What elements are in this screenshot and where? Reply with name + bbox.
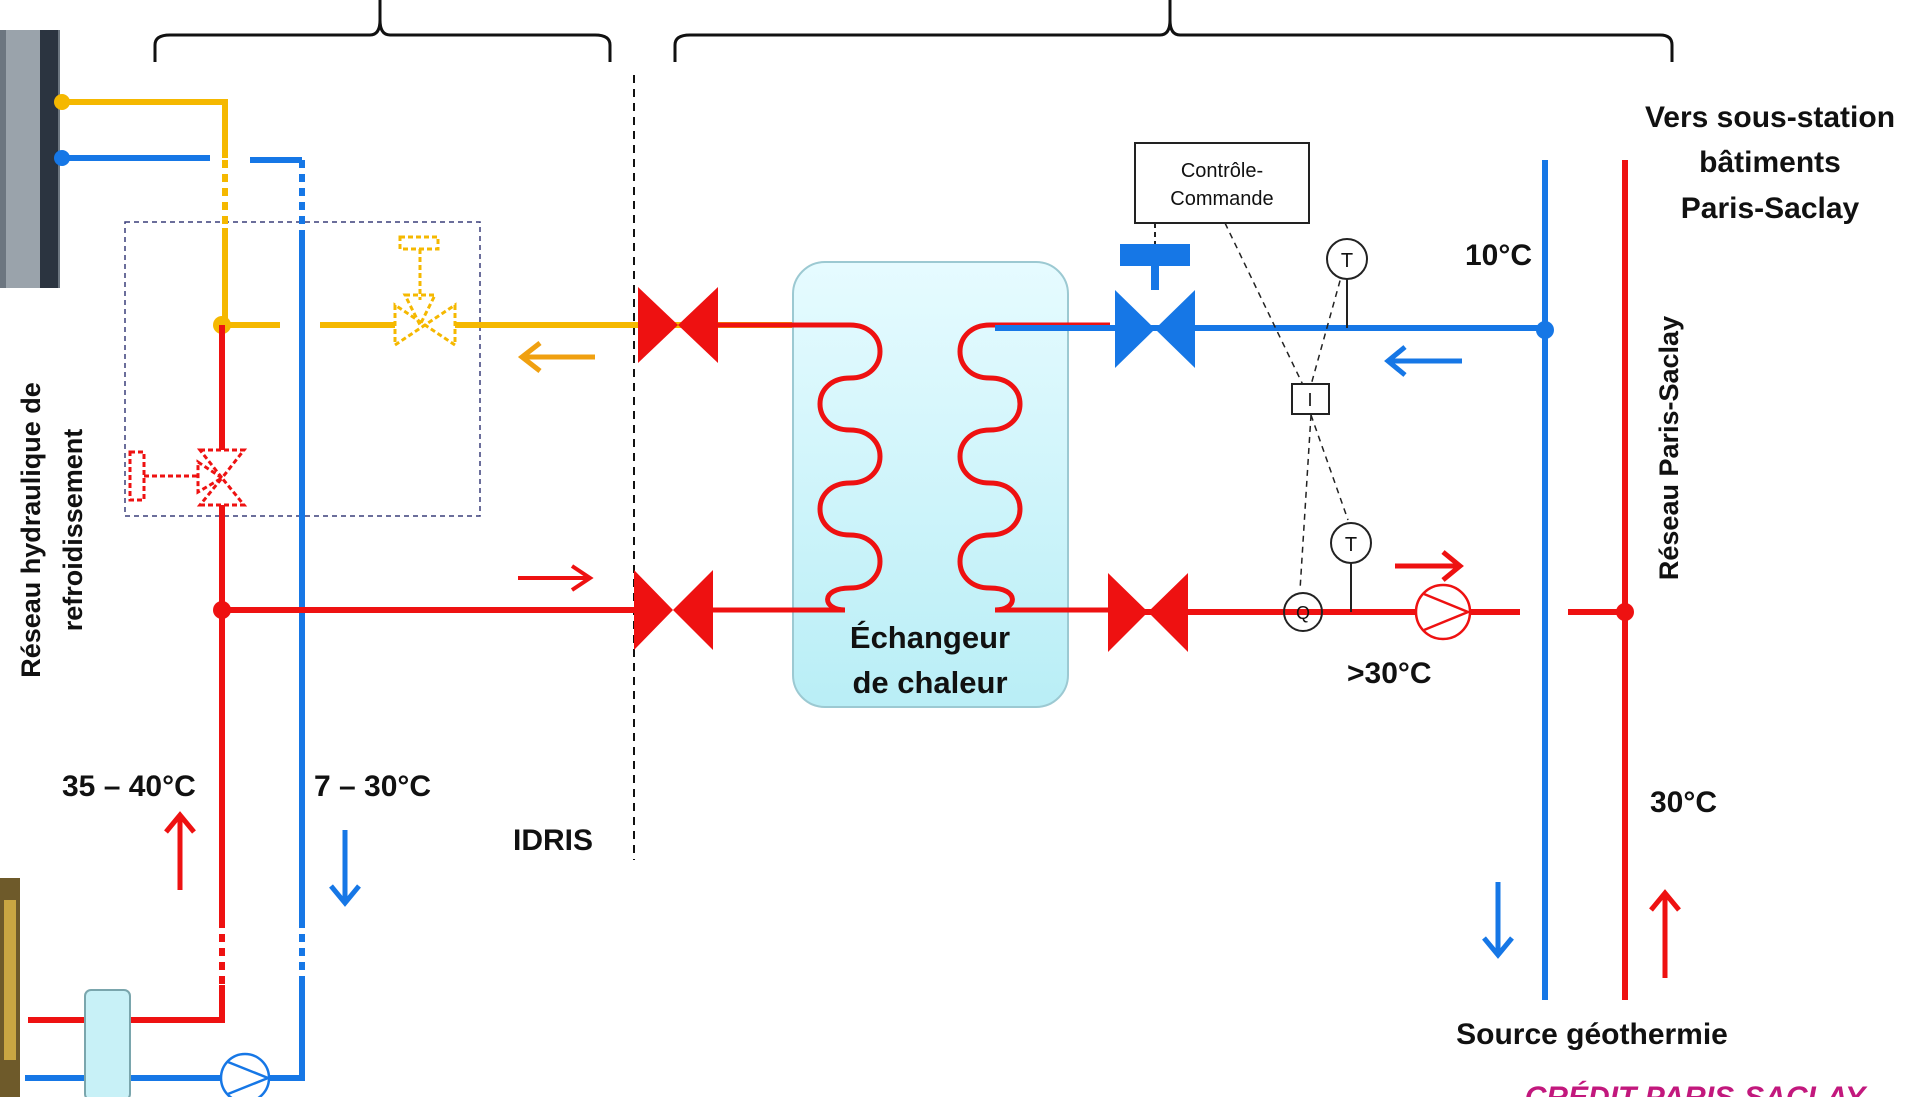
red-valve-right	[1108, 573, 1188, 652]
blue-pipe-right	[995, 160, 1548, 1000]
brace-right	[673, 0, 1674, 62]
temp-gt30-label: >30°C	[1347, 657, 1432, 690]
credit-label: CRÉDIT PARIS-SACLAY	[1525, 1080, 1869, 1097]
control-box	[1134, 142, 1310, 224]
valve-bottom-idris	[634, 570, 713, 650]
valve-top-idris	[638, 287, 718, 363]
top-right-label-line3: Paris-Saclay	[1681, 192, 1860, 225]
control-label-line1: Contrôle-	[1181, 160, 1263, 182]
yellow-three-way-valve	[393, 235, 457, 348]
flow-arrow-blue-down	[1482, 882, 1514, 959]
sensor-t-top-label: T	[1341, 250, 1353, 272]
blue-control-valve	[1115, 244, 1195, 368]
top-right-label-line1: Vers sous-station	[1645, 101, 1895, 134]
temp-30-label: 30°C	[1650, 786, 1717, 819]
brace-left	[153, 0, 612, 62]
blue-junction-top	[54, 150, 70, 166]
blue-return-pipe-left	[25, 155, 305, 1081]
flow-arrow-red-up	[1649, 889, 1681, 978]
temp-10-label: 10°C	[1465, 239, 1532, 272]
red-supply-pipe-left	[28, 325, 640, 1023]
temp-7-30-label: 7 – 30°C	[314, 770, 431, 803]
yellow-junction-top	[54, 94, 70, 110]
small-exchanger	[84, 989, 131, 1097]
right-vertical-label: Réseau Paris-Saclay	[1654, 316, 1684, 580]
flow-arrow-red-right	[1395, 550, 1464, 582]
flow-arrow-orange	[517, 341, 595, 373]
integrator-box	[1291, 383, 1330, 415]
left-vertical-label-line1: Réseau hydraulique de	[16, 382, 46, 678]
pump-left-icon	[219, 1052, 272, 1097]
server-photo-top	[0, 30, 60, 288]
heat-exchanger-box	[792, 261, 1069, 708]
sensor-t-top-icon	[1326, 238, 1368, 280]
exchanger-coil-right	[957, 322, 1110, 613]
sensor-t-bottom-icon	[1330, 522, 1372, 564]
flow-arrow-red-up-left	[164, 811, 196, 890]
signal-lines	[1224, 222, 1349, 591]
blue-junction-right	[1536, 321, 1554, 339]
sensor-q-icon	[1283, 592, 1323, 632]
flow-arrow-blue-down-left	[329, 830, 361, 907]
integrator-label: I	[1307, 390, 1312, 410]
top-right-label-line2: bâtiments	[1699, 146, 1841, 179]
flow-arrow-red-left	[518, 564, 594, 592]
red-junction-left	[213, 601, 231, 619]
control-label-line2: Commande	[1170, 188, 1273, 210]
exchanger-label-line2: de chaleur	[852, 665, 1007, 700]
sensor-q-label: Q	[1296, 603, 1310, 623]
pump-right-icon	[1414, 583, 1472, 641]
sensor-t-bottom-label: T	[1345, 534, 1357, 556]
idris-label: IDRIS	[513, 824, 593, 857]
server-photo-bottom	[0, 878, 20, 1097]
red-three-way-valve	[128, 448, 248, 507]
temp-35-40-label: 35 – 40°C	[62, 770, 196, 803]
left-vertical-label-line2: refroidissement	[58, 429, 88, 632]
flow-arrow-blue-right	[1384, 345, 1462, 377]
exchanger-label-line1: Échangeur	[850, 620, 1010, 655]
source-label: Source géothermie	[1456, 1018, 1728, 1051]
yellow-supply-pipe	[62, 99, 850, 328]
exchanger-coil-left	[713, 322, 883, 613]
red-junction-right	[1616, 603, 1634, 621]
